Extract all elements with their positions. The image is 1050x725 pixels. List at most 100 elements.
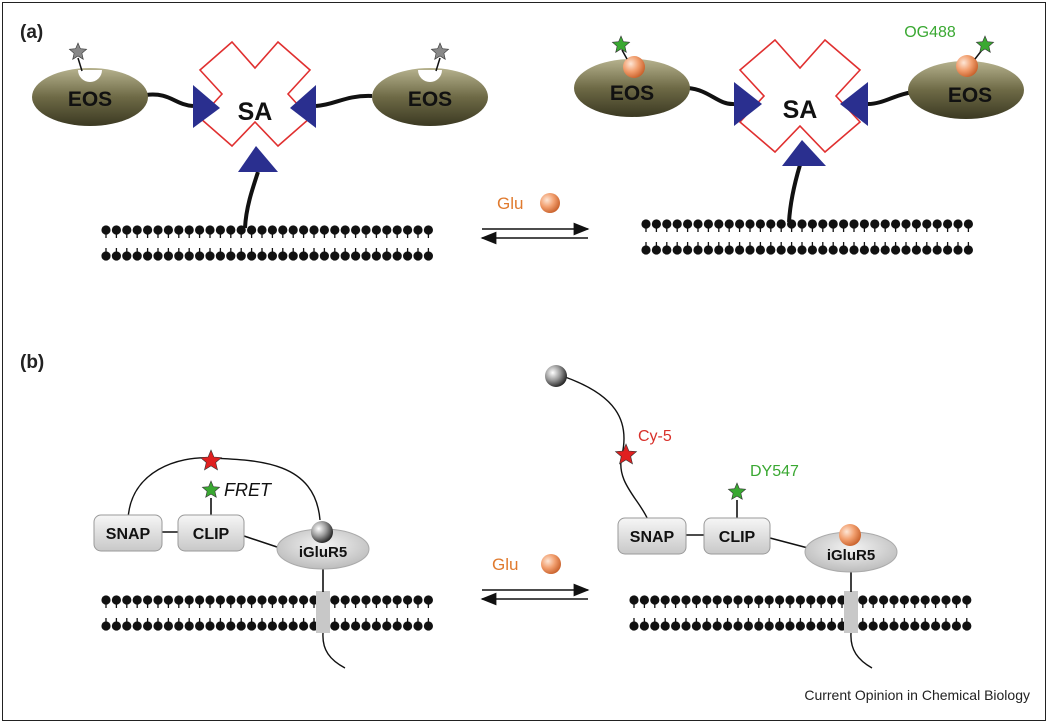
lipid-head [775,621,785,631]
lipid-head [153,621,163,631]
sa-label: SA [238,98,273,126]
red-star-icon [614,443,638,465]
lipid-head [651,219,662,229]
eos-label: EOS [68,88,112,111]
lipid-head [361,621,371,631]
credit-text: Current Opinion in Chemical Biology [804,687,1030,703]
linker-stalk [243,171,260,229]
lipid-head [195,621,205,631]
lipid-head [691,621,702,631]
lipid-head [702,621,712,631]
biotin-anchor-left [193,85,220,128]
lipid-head [340,595,350,605]
lipid-head [247,595,257,605]
lipid-head [911,219,922,229]
lipid-head [953,219,963,229]
lipid-head [143,251,153,261]
lipid-head [257,621,267,631]
linker-left [145,92,194,108]
biotin-anchor-bottom [238,146,278,172]
lipid-head [371,595,381,605]
lipid-head [745,245,755,255]
lipid-head [174,621,184,631]
lipid-head [901,219,911,229]
lipid-head [132,595,142,605]
lipid-head [371,621,381,631]
lipid-head [132,621,142,631]
lipid-head [941,621,951,631]
lipid-head [153,225,163,235]
clip-tag-box [177,514,245,552]
lipid-head [278,595,288,605]
lipid-head [257,251,267,261]
lipid-head [174,251,184,261]
panel-a-equilibrium: Glu [480,193,590,245]
lipid-head [413,595,423,605]
lipid-head [278,621,288,631]
lipid-head [806,595,816,605]
lipid-head [153,251,163,261]
lipid-head [683,219,693,229]
glutamate-ball-icon [956,55,978,77]
lipid-head [870,219,880,229]
lipid-head [764,621,774,631]
lipid-head [382,225,392,235]
lipid-head [816,595,826,605]
lipid-head [724,245,734,255]
glu-label: Glu [497,194,523,213]
lipid-head [703,245,714,255]
lipid-head [392,621,402,631]
glu-label: Glu [492,555,518,574]
lipid-head [941,595,951,605]
released-linker [564,376,649,521]
streptavidin-cross [198,40,312,148]
lipid-head [340,621,350,631]
lipid-head [174,225,184,235]
lipid-head [629,595,639,605]
lipid-head [267,225,277,235]
green-star-icon [727,482,747,500]
lipid-head [382,251,392,261]
lipid-head [215,621,225,631]
lipid-head [299,621,309,631]
lipid-head [785,621,795,631]
lipid-head [910,621,920,631]
lipid-head [382,621,392,631]
lipid-head [340,225,350,235]
lipid-head [184,595,194,605]
lipid-head [868,621,878,631]
lipid-head [257,225,267,235]
lipid-head [153,595,163,605]
lipid-head [195,595,205,605]
lipid-head [309,251,319,261]
lipid-head [132,225,142,235]
glutamate-ball-icon [540,193,560,213]
linker-stalk [787,164,802,223]
lipid-head [236,251,246,261]
ligand-ball-icon [311,521,333,543]
lipid-head [122,225,132,235]
lipid-head [797,219,807,229]
lipid-head [330,225,340,235]
lipid-head [691,595,702,605]
lipid-head [963,219,974,229]
lipid-head [889,595,899,605]
lipid-head [351,621,361,631]
lipid-head [371,225,381,235]
lipid-head [143,225,153,235]
lipid-head [943,245,953,255]
lipid-head [641,219,651,229]
lipid-head [174,595,184,605]
lipid-head [891,245,901,255]
biotin-anchor-right [290,85,316,128]
lipid-head [922,245,932,255]
lipid-head [943,219,953,229]
lipid-head [111,595,121,605]
green-star-icon [201,480,221,498]
lipid-head [205,621,215,631]
fret-label: FRET [224,480,273,500]
panel-b-left: SNAP CLIP iGluR5 FRET [93,449,433,669]
eos-label: EOS [948,84,992,107]
lipid-head [340,251,350,261]
